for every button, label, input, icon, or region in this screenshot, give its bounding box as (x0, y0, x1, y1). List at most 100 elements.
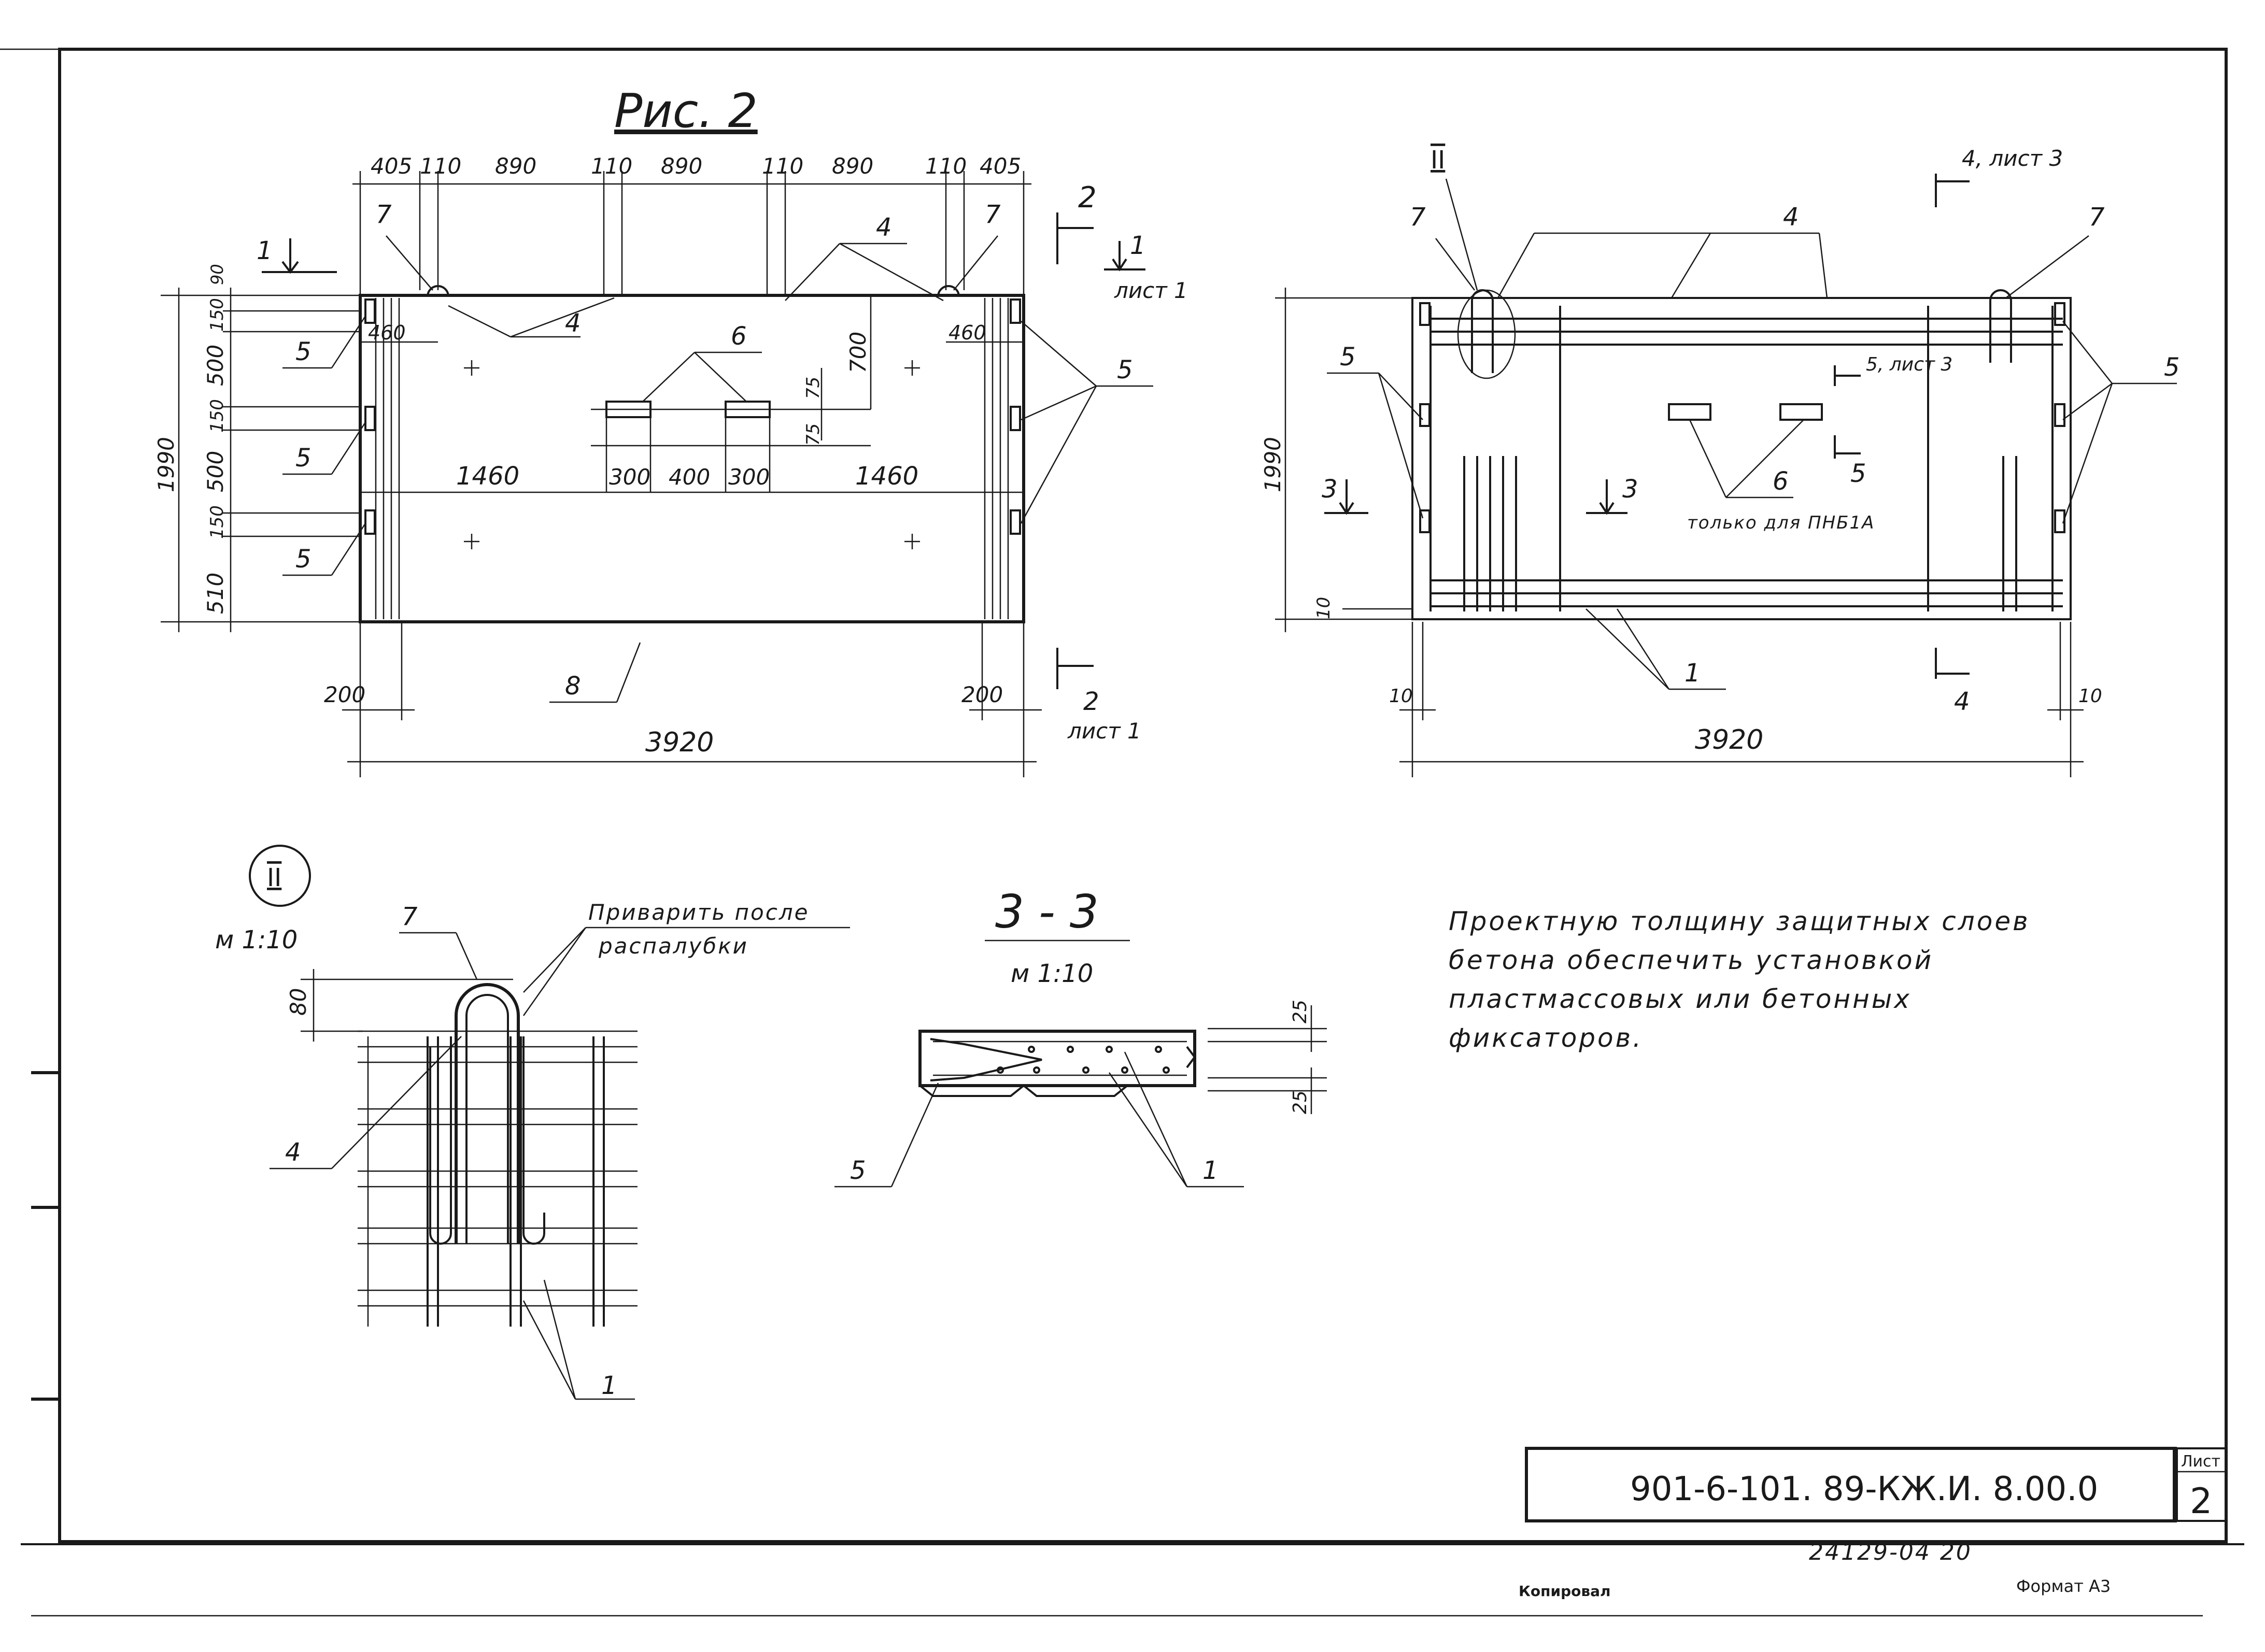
note-line-2: бетона обеспечить установкой (1449, 945, 1933, 975)
cage-width-total: 3920 (1695, 724, 1763, 756)
cage-callout-1: 1 (1684, 659, 1701, 688)
cage-height-total: 1990 (1260, 437, 1285, 492)
cage-loop-right (1989, 289, 2012, 363)
detail-mesh (358, 1030, 638, 1327)
cage-callout-4: 4 (1783, 203, 1799, 232)
section-2-sheet: лист 1 (1067, 718, 1141, 744)
note-line-1: Проектную толщину защитных слоев (1449, 906, 2030, 936)
cage-opening-a (1668, 403, 1711, 421)
section-3b-label: 3 (1622, 475, 1638, 504)
section-markers-right: II 3 3 4, лист 3 4 5, лист 3 5 только дл… (1322, 146, 2063, 716)
plan-view-right: 1990 3920 10 10 10 4 7 7 5 5 (1260, 146, 2180, 777)
dim-width-total: 3920 (645, 727, 714, 758)
detail-dim-80: 80 (286, 988, 311, 1016)
section-callout-1: 1 (1202, 1156, 1219, 1185)
end-band-right (984, 298, 1009, 619)
dim-left-5: 500 (203, 451, 228, 492)
sheet-number: 2 (2190, 1481, 2212, 1522)
general-note: Проектную толщину защитных слоев бетона … (1449, 906, 2030, 1053)
embed-plate-5c (364, 509, 376, 535)
dim-top-8: 110 (925, 153, 967, 179)
title-block: 901-6-101. 89-КЖ.И. 8.00.0 Лист 2 24129-… (1525, 1447, 2227, 1565)
section-5-ref: 5, лист 3 (1866, 354, 1952, 375)
section-dim-top: 25 (1290, 1000, 1311, 1023)
embed-plate-5b (364, 406, 376, 431)
cage-opening-b (1779, 403, 1823, 421)
cage-plate-6 (2054, 509, 2065, 533)
dim-inner-1460-right: 1460 (855, 462, 918, 491)
embed-plate-5a (364, 298, 376, 324)
cage-callout-7-right: 7 (2089, 203, 2105, 232)
cage-callout-5-left: 5 (1340, 343, 1356, 372)
longitudinal-bars (1431, 318, 2063, 607)
weld-note-line1: Приварить после (588, 900, 810, 925)
inner-dimensions: 460 460 700 75 75 1460 300 400 300 1460 (360, 295, 1024, 492)
note-line-3: пластмассовых или бетонных (1449, 984, 1912, 1014)
cage-callout-5-right: 5 (2164, 353, 2180, 382)
sheet-frame (0, 48, 2244, 1617)
dim-inner-75b: 75 (803, 423, 824, 446)
dim-top-9: 405 (980, 153, 1021, 179)
cage-plate-1 (1419, 302, 1431, 326)
detail-ref-II: II (1431, 146, 1445, 175)
detail-II: II м 1:10 (215, 845, 850, 1400)
lifting-loop-right (937, 285, 960, 297)
callout-4-a: 4 (565, 309, 581, 338)
detail-loop-7 (455, 983, 520, 1244)
cage-plate-4 (2054, 302, 2065, 326)
dim-left-6: 150 (207, 505, 228, 539)
centre-marks (464, 360, 920, 549)
dim-inner-1460-left: 1460 (456, 462, 519, 491)
end-band-left (375, 298, 400, 619)
dim-left-7: 510 (203, 573, 228, 614)
cage-dimensions: 1990 3920 10 10 10 (1260, 288, 2102, 777)
dim-inner-400: 400 (669, 464, 710, 490)
cage-callout-7-left: 7 (1410, 203, 1426, 232)
detail-II-scale: м 1:10 (215, 925, 298, 955)
section-3-3-title: 3 - 3 (995, 885, 1099, 938)
section-2-label: 2 (1078, 181, 1097, 215)
dim-left-4: 150 (207, 399, 228, 433)
section-3-3: 3 - 3 м 1:10 25 25 5 1 (834, 885, 1327, 1188)
callout-5-b: 5 (295, 444, 312, 473)
dim-top-6: 110 (762, 153, 803, 179)
plan-right-callouts: 4 7 7 5 5 6 1 (1327, 203, 2180, 690)
note-line-4: фиксаторов. (1449, 1023, 1643, 1053)
cage-edge-dim-3: 10 (2078, 686, 2102, 707)
dim-inner-700: 700 (845, 332, 871, 373)
dim-left-1: 90 (207, 264, 227, 285)
drawing-code: 901-6-101. 89-КЖ.И. 8.00.0 (1630, 1470, 2098, 1508)
cage-callout-6: 6 (1773, 467, 1789, 496)
weld-note-line2: распалубки (598, 933, 748, 959)
callout-4-b: 4 (876, 213, 892, 242)
section-1-sheet: лист 1 (1114, 278, 1188, 303)
dim-top-4: 110 (591, 153, 632, 179)
figure-title: Рис. 2 (614, 84, 758, 138)
callout-5-d: 5 (1117, 355, 1133, 384)
callout-8: 8 (565, 672, 581, 701)
detail-hook-left (429, 1036, 452, 1245)
dim-top-5: 890 (661, 153, 702, 179)
dim-inner-300b: 300 (728, 464, 770, 490)
section-5-label: 5 (1850, 459, 1866, 488)
sheet-number-box (2176, 1447, 2227, 1522)
detail-II-bubble (1457, 289, 1516, 379)
section-4-label: 4 (1954, 687, 1970, 716)
dim-height-total: 1990 (153, 437, 179, 492)
detail-callout-4: 4 (285, 1138, 301, 1167)
detail-II-label: II (267, 863, 281, 892)
section-markers-left: 1 2 1 лист 1 2 лист 1 (257, 181, 1188, 744)
dim-inner-460-right: 460 (949, 321, 986, 344)
footer-copied: Копировал (1519, 1583, 1611, 1600)
section-3-3-scale: м 1:10 (1011, 959, 1093, 988)
dim-left-2: 150 (207, 298, 228, 332)
cage-edge-dim-1: 10 (1313, 597, 1334, 619)
section-2-bottom-label: 2 (1083, 687, 1099, 716)
detail-callout-1: 1 (601, 1371, 617, 1400)
archive-number: 24129-04 20 (1809, 1539, 1972, 1565)
plan-view-left: 405 110 890 110 890 110 890 110 405 1990… (153, 153, 1188, 777)
dim-left-3: 500 (203, 345, 228, 386)
callout-6: 6 (731, 322, 747, 351)
detail-loop-7-inner (465, 994, 509, 1244)
